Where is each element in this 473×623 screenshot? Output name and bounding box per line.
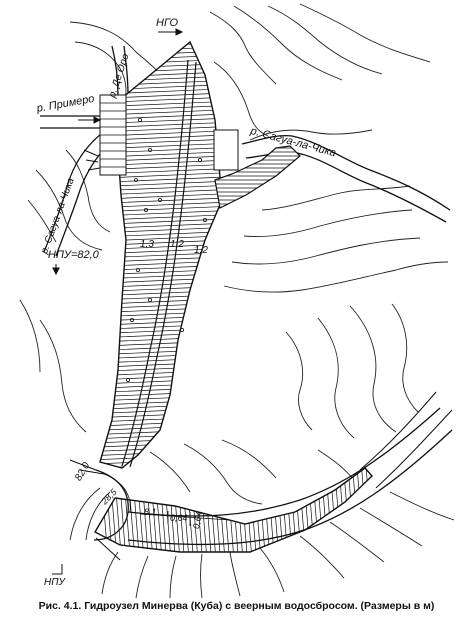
left-abutment-structures: [83, 94, 127, 176]
label-dim-b: 8,1: [144, 507, 157, 517]
hydro-scheme-drawing: [19, 3, 455, 599]
label-npu-bottom: НПУ: [44, 577, 65, 588]
label-ngo: НГО: [156, 17, 179, 29]
label-slope-1: 1,3: [140, 239, 154, 250]
figure-caption: Рис. 4.1. Гидроузел Минерва (Куба) с вее…: [38, 600, 435, 612]
label-dim-c: 0,64: [170, 513, 188, 523]
label-slope-3: 1,2: [194, 245, 208, 256]
label-npu-top: НПУ=82,0: [48, 249, 99, 261]
flow-arrows: [52, 28, 184, 575]
terrain-contours: [19, 3, 455, 599]
label-slope-2: 1,2: [170, 239, 184, 250]
